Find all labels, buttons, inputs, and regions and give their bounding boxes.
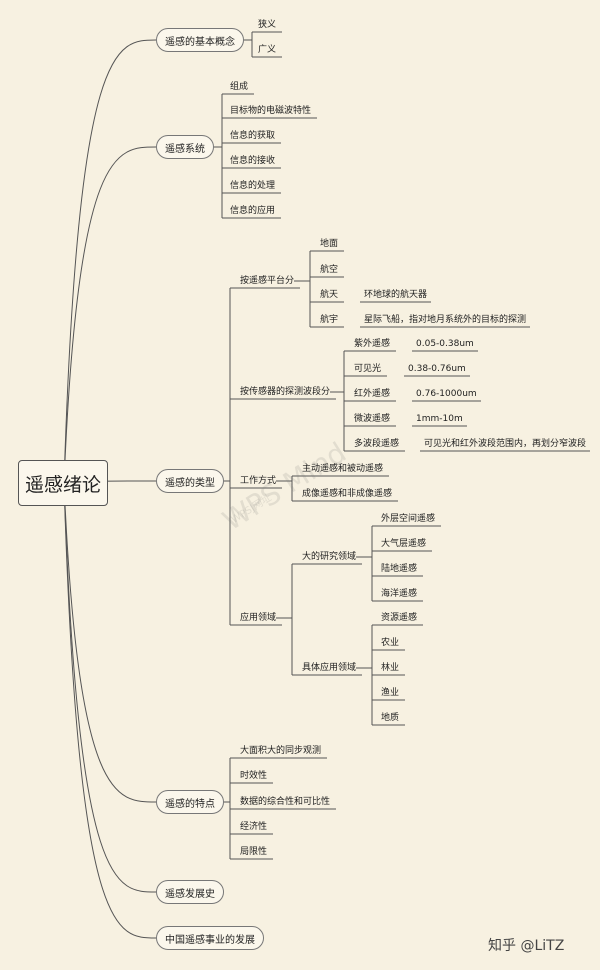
leaf-receive[interactable]: 信息的接收 — [230, 156, 276, 166]
leaf-large-area[interactable]: 大面积大的同步观测 — [240, 746, 322, 756]
leaf-cosmic[interactable]: 航宇 — [320, 315, 339, 325]
connector-root-topic-china-rs — [63, 482, 157, 939]
leaf-composition[interactable]: 组成 — [230, 82, 249, 92]
branch-major-field[interactable]: 大的研究领域 — [302, 552, 357, 562]
leaf-imaging[interactable]: 成像遥感和非成像遥感 — [302, 489, 393, 499]
branch-specific-field[interactable]: 具体应用领域 — [302, 663, 357, 673]
branch-application[interactable]: 应用领域 — [240, 613, 277, 623]
connector-root-topic-basic-concept — [63, 39, 157, 484]
leaf-apply[interactable]: 信息的应用 — [230, 206, 276, 216]
leaf-geology[interactable]: 地质 — [381, 713, 400, 723]
leaf-outer-space[interactable]: 外层空间遥感 — [381, 514, 436, 524]
topic-basic-concept[interactable]: 遥感的基本概念 — [156, 28, 244, 52]
leaf-broad[interactable]: 广义 — [258, 45, 277, 55]
leaf-uv[interactable]: 紫外遥感 — [354, 339, 391, 349]
leaf-narrow[interactable]: 狭义 — [258, 20, 277, 30]
connector-root-topic-rs-features — [63, 482, 157, 803]
leaf-land[interactable]: 陆地遥感 — [381, 564, 418, 574]
leaf-active-passive[interactable]: 主动遥感和被动遥感 — [302, 464, 384, 474]
branch-band[interactable]: 按传感器的探测波段分 — [240, 387, 331, 397]
note-cosmic: 星际飞船，指对地月系统外的目标的探测 — [364, 315, 527, 325]
leaf-forestry[interactable]: 林业 — [381, 663, 400, 673]
leaf-timeliness[interactable]: 时效性 — [240, 771, 268, 781]
leaf-infrared[interactable]: 红外遥感 — [354, 389, 391, 399]
leaf-microwave[interactable]: 微波遥感 — [354, 414, 391, 424]
leaf-agriculture[interactable]: 农业 — [381, 638, 400, 648]
connector-root-topic-rs-system — [63, 146, 157, 484]
branch-work-mode[interactable]: 工作方式 — [240, 476, 277, 486]
topic-rs-features[interactable]: 遥感的特点 — [156, 790, 224, 814]
leaf-ground[interactable]: 地面 — [320, 239, 339, 249]
note-microwave: 1mm-10m — [416, 414, 463, 424]
topic-china-rs[interactable]: 中国遥感事业的发展 — [156, 926, 264, 950]
note-visible: 0.38-0.76um — [408, 364, 466, 374]
leaf-acquire[interactable]: 信息的获取 — [230, 131, 276, 141]
note-spaceflight: 环地球的航天器 — [364, 290, 428, 300]
topic-rs-types[interactable]: 遥感的类型 — [156, 469, 224, 493]
leaf-ocean[interactable]: 海洋遥感 — [381, 589, 418, 599]
topic-rs-history[interactable]: 遥感发展史 — [156, 880, 224, 904]
leaf-limitation[interactable]: 局限性 — [240, 847, 268, 857]
note-multiband: 可见光和红外波段范围内，再划分窄波段 — [424, 439, 587, 449]
leaf-economy[interactable]: 经济性 — [240, 822, 268, 832]
connector-root-topic-rs-history — [63, 482, 157, 893]
branch-platform[interactable]: 按遥感平台分 — [240, 276, 295, 286]
author-credit: 知乎 @LiTZ — [488, 938, 565, 954]
leaf-em-property[interactable]: 目标物的电磁波特性 — [230, 106, 312, 116]
leaf-atmosphere[interactable]: 大气层遥感 — [381, 539, 427, 549]
leaf-multiband[interactable]: 多波段遥感 — [354, 439, 400, 449]
leaf-visible[interactable]: 可见光 — [354, 364, 382, 374]
leaf-spaceflight[interactable]: 航天 — [320, 290, 339, 300]
note-uv: 0.05-0.38um — [416, 339, 474, 349]
leaf-comprehensive[interactable]: 数据的综合性和可比性 — [240, 797, 331, 807]
leaf-aviation[interactable]: 航空 — [320, 265, 339, 275]
topic-rs-system[interactable]: 遥感系统 — [156, 135, 214, 159]
leaf-process[interactable]: 信息的处理 — [230, 181, 276, 191]
root-node[interactable]: 遥感绪论 — [18, 460, 108, 506]
note-infrared: 0.76-1000um — [416, 389, 477, 399]
leaf-resources[interactable]: 资源遥感 — [381, 613, 418, 623]
leaf-fishery[interactable]: 渔业 — [381, 688, 400, 698]
